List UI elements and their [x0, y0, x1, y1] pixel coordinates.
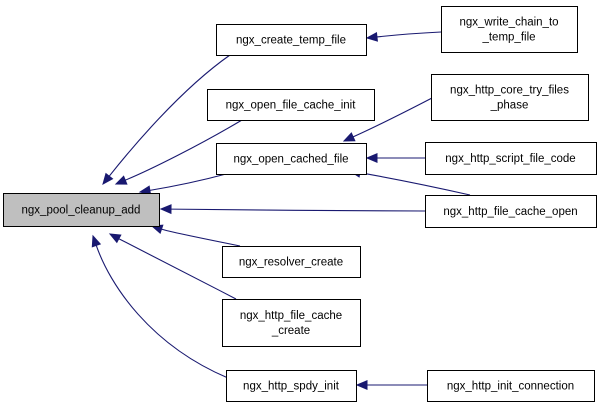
- arrowhead-icon: [91, 234, 102, 248]
- node-label: _create: [271, 325, 310, 337]
- node-box: [216, 143, 367, 175]
- edge-open-cached-file-to-pool-cleanup-add: [138, 173, 227, 196]
- edge-resolver-create-to-pool-cleanup-add: [150, 224, 241, 247]
- edge-http-init-connection-to-http-spdy-init: [355, 380, 427, 390]
- edge-open-file-cache-init-to-pool-cleanup-add: [114, 119, 243, 185]
- node-label: ngx_http_init_connection: [447, 381, 574, 393]
- edge-line: [118, 238, 237, 300]
- edges-layer: [91, 31, 471, 390]
- node-box: [3, 193, 160, 227]
- node-label: ngx_http_core_try_files: [450, 85, 569, 97]
- edge-create-temp-file-to-pool-cleanup-add: [102, 54, 231, 186]
- node-label: ngx_http_spdy_init: [243, 381, 340, 393]
- edge-write-chain-to-temp-file-to-create-temp-file: [365, 31, 442, 42]
- edge-http-core-try-files-phase-to-open-cached-file: [342, 97, 433, 142]
- node-resolver-create[interactable]: ngx_resolver_create: [222, 246, 361, 278]
- node-open-file-cache-init[interactable]: ngx_open_file_cache_init: [207, 89, 375, 121]
- node-http-core-try-files-phase[interactable]: ngx_http_core_try_files _phase: [431, 74, 589, 121]
- node-box: [427, 370, 595, 402]
- arrowhead-icon: [365, 31, 378, 42]
- edge-http-file-cache-create-to-pool-cleanup-add: [108, 233, 237, 300]
- node-label: ngx_http_file_cache_open: [443, 206, 577, 218]
- edge-line: [352, 97, 433, 138]
- node-label: ngx_write_chain_to: [459, 17, 558, 29]
- node-box: [425, 195, 597, 228]
- node-create-temp-file[interactable]: ngx_create_temp_file: [216, 24, 367, 56]
- node-label: ngx_http_script_file_code: [445, 153, 575, 165]
- node-write-chain-to-temp-file[interactable]: ngx_write_chain_to _temp_file: [441, 6, 578, 53]
- node-box: [207, 89, 375, 121]
- node-box: [222, 299, 361, 347]
- node-box: [216, 24, 367, 56]
- arrowhead-icon: [342, 132, 356, 142]
- node-label: ngx_open_cached_file: [233, 154, 348, 166]
- edge-line: [161, 228, 241, 247]
- node-label: ngx_open_file_cache_init: [226, 100, 357, 112]
- edge-line: [376, 31, 442, 38]
- node-http-init-connection[interactable]: ngx_http_init_connection: [427, 370, 595, 402]
- arrowhead-icon: [355, 380, 368, 390]
- edge-http-file-cache-open-to-pool-cleanup-add: [159, 204, 426, 215]
- node-box: [431, 74, 589, 121]
- nodes-layer: ngx_pool_cleanup_add ngx_create_temp_file…: [3, 6, 597, 402]
- node-http-file-cache-create[interactable]: ngx_http_file_cache _create: [222, 299, 361, 347]
- node-http-spdy-init[interactable]: ngx_http_spdy_init: [226, 370, 357, 402]
- node-label: ngx_resolver_create: [239, 257, 343, 269]
- node-http-file-cache-open[interactable]: ngx_http_file_cache_open: [425, 195, 597, 228]
- arrowhead-icon: [159, 204, 172, 215]
- edge-line: [108, 54, 231, 177]
- node-label: ngx_http_file_cache: [240, 310, 342, 322]
- node-http-script-file-code[interactable]: ngx_http_script_file_code: [425, 142, 597, 175]
- edge-line: [125, 119, 243, 181]
- node-label: ngx_pool_cleanup_add: [22, 205, 141, 217]
- node-box: [425, 142, 597, 175]
- arrowhead-icon: [102, 172, 114, 186]
- edge-line: [359, 172, 471, 196]
- edge-http-script-file-code-to-open-cached-file: [365, 153, 426, 163]
- arrowhead-icon: [114, 175, 128, 185]
- node-label: ngx_create_temp_file: [236, 35, 346, 47]
- edge-line: [95, 245, 229, 379]
- node-open-cached-file[interactable]: ngx_open_cached_file: [216, 143, 367, 175]
- node-label: _phase: [490, 100, 529, 112]
- node-label: _temp_file: [481, 32, 535, 44]
- node-box: [222, 246, 361, 278]
- edge-line: [170, 208, 426, 212]
- arrowhead-icon: [108, 233, 122, 244]
- node-pool-cleanup-add[interactable]: ngx_pool_cleanup_add: [3, 193, 160, 227]
- node-box: [441, 6, 578, 53]
- arrowhead-icon: [365, 153, 378, 163]
- node-box: [226, 370, 357, 402]
- edge-line: [149, 173, 227, 191]
- edge-http-spdy-init-to-pool-cleanup-add: [91, 234, 229, 379]
